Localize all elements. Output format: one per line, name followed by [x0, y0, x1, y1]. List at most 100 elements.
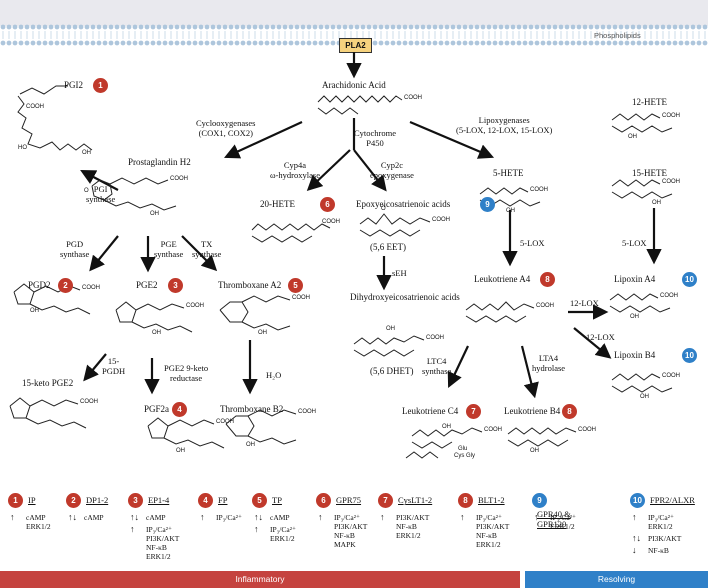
15-pgdh-enzyme-label: 15-PGDH [102, 356, 126, 376]
structure-dhet [353, 335, 425, 345]
receptor-badge-8: 8 [540, 272, 555, 287]
receptor-name: IP [28, 495, 36, 506]
receptor-name: GPR40 & GPR120 [537, 509, 571, 529]
receptor-badge-4: 4 [198, 492, 213, 508]
15-hete-label: 15-HETE [632, 168, 667, 178]
receptor-name: TP [272, 495, 282, 506]
oh-label: OH [152, 330, 161, 336]
pgd2-label: PGD2 [28, 280, 51, 290]
12-hete-label: 12-HETE [632, 97, 667, 107]
cooh-label: COOH [432, 217, 450, 223]
structure-lxa4 [609, 293, 659, 301]
cooh-label: COOH [662, 179, 680, 185]
structure-15-hete [611, 179, 661, 187]
structure-ltb4 [507, 427, 577, 435]
pgf2a-label: PGF2a [144, 404, 170, 414]
cooh-label: COOH [186, 303, 204, 309]
receptor-name: BLT1-2 [478, 495, 505, 506]
lxb4-label: Lipoxin B4 [614, 350, 656, 360]
cooh-label: COOH [426, 335, 444, 341]
lta4-label: Leukotriene A4 [474, 274, 531, 284]
5-lox-label-b: 5-LOX [622, 238, 647, 248]
resolving-label: Resolving [597, 574, 636, 584]
phospholipids-label: Phospholipids [594, 31, 641, 40]
signal-direction-arrow: ↑ [130, 524, 135, 534]
eet-label: Epoxyeicosatrienoic acids [356, 199, 451, 209]
cooh-label: COOH [80, 399, 98, 405]
receptor-badge-1: 1 [8, 492, 23, 508]
structure-txa2 [219, 301, 249, 323]
ho-label: HO [18, 145, 27, 151]
oh-label: OH [506, 208, 515, 214]
eet-sub-label: (5,6 EET) [370, 242, 406, 252]
signal-pathways: cAMP [146, 513, 166, 522]
o-label: O [84, 188, 89, 194]
h2o-label: H₂O [266, 370, 282, 380]
cooh-label: COOH [404, 95, 422, 101]
o-label: O [381, 206, 386, 212]
signal-pathways: cAMP [84, 513, 104, 522]
5-lox-label-a: 5-LOX [520, 238, 545, 248]
signal-direction-arrow: ↑ [534, 512, 539, 522]
receptor-name: EP1-4 [148, 495, 170, 506]
receptor-badge-6: 6 [316, 492, 331, 508]
cooh-label: COOH [536, 303, 554, 309]
txa2-label: Thromboxane A2 [218, 280, 282, 290]
dhet-label: Dihydroxyeicosatrienoic acids [350, 292, 460, 302]
signal-direction-arrow: ↑ [10, 512, 15, 522]
signal-pathways: IP₃/Ca²⁺ERK1/2 [550, 513, 576, 531]
cox-enzyme-label: Cyclooxygenases(COX1, COX2) [196, 118, 256, 138]
inflammatory-label: Inflammatory [235, 574, 285, 584]
lox-enzyme-label: Lipoxygenases(5-LOX, 12-LOX, 15-LOX) [456, 115, 553, 135]
dhet-sub-label: (5,6 DHET) [370, 366, 414, 376]
cell-membrane [0, 0, 708, 46]
resolving-bar: Resolving [525, 571, 708, 588]
inflammatory-bar: Inflammatory [0, 571, 520, 588]
oh-label: OH [630, 314, 639, 320]
receptor-name: FPR2/ALXR [650, 495, 695, 506]
oh-label: OH [442, 424, 451, 430]
signal-direction-arrow: ↑ [380, 512, 385, 522]
ltb4-label: Leukotriene B4 [504, 406, 561, 416]
cooh-label: COOH [322, 219, 340, 225]
receptor-badge-7: 7 [466, 404, 481, 419]
oh-label: OH [82, 150, 91, 156]
signal-direction-arrow: ↑↓ [254, 512, 263, 522]
signal-direction-arrow: ↑↓ [68, 512, 77, 522]
cooh-label: COOH [26, 104, 44, 110]
oh-label: OH [30, 308, 39, 314]
signal-pathways: IP₃/Ca²⁺ERK1/2 [270, 525, 296, 543]
structure-15-keto-pge2 [9, 397, 31, 419]
arrow-lta4-ltc4 [447, 345, 469, 388]
receptor-badge-6: 6 [320, 197, 335, 212]
pgi2-label: PGI2 [64, 80, 84, 90]
structure-pgf2a [147, 417, 169, 439]
structure-20-hete [251, 223, 331, 231]
cooh-label: COOH [170, 176, 188, 182]
receptor-gpr40-gpr120: 9GPR40 & GPR120↑IP₃/Ca²⁺ERK1/2 [532, 491, 602, 531]
signal-direction-arrow: ↑ [200, 512, 205, 522]
cooh-label: COOH [662, 373, 680, 379]
structure-12-hete [611, 113, 661, 121]
signal-direction-arrow: ↓ [632, 545, 637, 555]
oh-label: OH [176, 448, 185, 454]
structure-5-hete [479, 187, 529, 195]
signal-pathways: IP₃/Ca²⁺ [216, 513, 242, 522]
